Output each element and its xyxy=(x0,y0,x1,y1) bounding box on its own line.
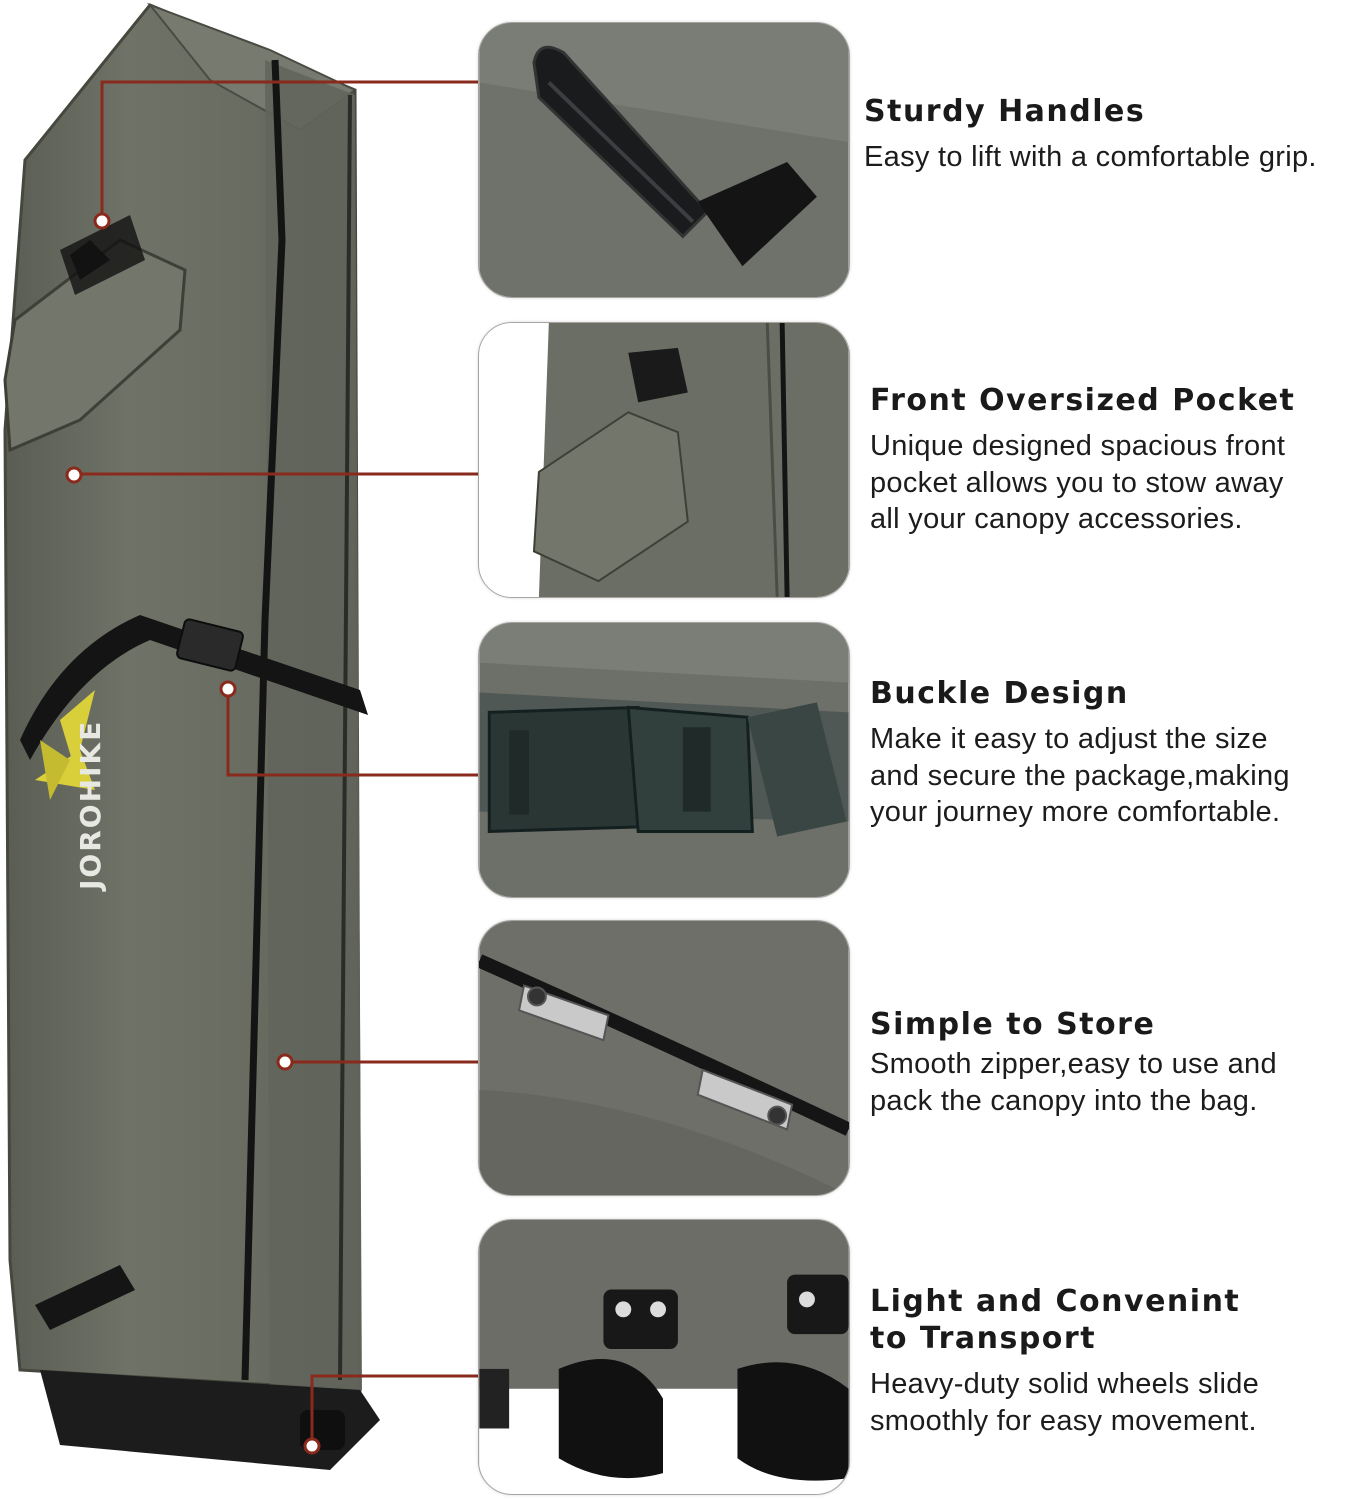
pocket-closeup-panel xyxy=(478,322,850,598)
feature-title: Light and Convenint to Transport xyxy=(870,1283,1340,1357)
wheels-closeup-icon xyxy=(479,1220,849,1494)
feature-description: Heavy-duty solid wheels slide smoothly f… xyxy=(870,1366,1340,1439)
feature-description: Easy to lift with a comfortable grip. xyxy=(864,139,1353,176)
feature-description-line: all your canopy accessories. xyxy=(870,503,1243,535)
feature-description-line: Easy to lift with a comfortable grip. xyxy=(864,141,1317,173)
feature-title: Front Oversized Pocket xyxy=(870,383,1296,418)
canopy-bag-icon: JOROHIKE xyxy=(3,2,478,1470)
feature-description-line: smoothly for easy movement. xyxy=(870,1404,1257,1437)
buckle-closeup-panel xyxy=(478,622,850,898)
zipper-closeup-icon xyxy=(479,921,849,1195)
brand-logo-text: JOROHIKE xyxy=(74,720,107,892)
feature-description-line: Make it easy to adjust the size xyxy=(870,723,1268,755)
feature-light-and-convenient: Light and Convenint to Transport Heavy-d… xyxy=(870,1283,1340,1439)
feature-description-line: Heavy-duty solid wheels slide xyxy=(870,1368,1260,1400)
feature-description-line: pocket allows you to stow away xyxy=(870,466,1284,499)
feature-title-line: to Transport xyxy=(870,1321,1097,1356)
feature-simple-to-store: Simple to Store Smooth zipper,easy to us… xyxy=(870,1006,1340,1119)
canopy-bag-illustration: JOROHIKE xyxy=(0,0,480,1500)
pocket-closeup-icon xyxy=(479,323,849,597)
wheels-closeup-panel xyxy=(478,1219,850,1495)
feature-title: Sturdy Handles xyxy=(864,94,1146,129)
feature-buckle-design: Buckle Design Make it easy to adjust the… xyxy=(870,675,1340,831)
feature-description-line: and secure the package,making xyxy=(870,759,1290,792)
feature-description: Smooth zipper,easy to use and pack the c… xyxy=(870,1046,1340,1119)
feature-title: Buckle Design xyxy=(870,676,1129,711)
feature-front-oversized-pocket: Front Oversized Pocket Unique designed s… xyxy=(870,382,1340,538)
feature-description: Make it easy to adjust the size and secu… xyxy=(870,721,1340,831)
handle-closeup-panel xyxy=(478,22,850,298)
feature-title: Simple to Store xyxy=(870,1007,1156,1042)
buckle-closeup-icon xyxy=(479,623,849,897)
feature-description-line: pack the canopy into the bag. xyxy=(870,1084,1258,1117)
handle-closeup-icon xyxy=(479,23,849,297)
feature-description-line: Unique designed spacious front xyxy=(870,430,1286,462)
zipper-closeup-panel xyxy=(478,920,850,1196)
feature-description: Unique designed spacious front pocket al… xyxy=(870,428,1340,538)
feature-description-line: your journey more comfortable. xyxy=(870,796,1281,828)
feature-description-line: Smooth zipper,easy to use and xyxy=(870,1048,1277,1080)
feature-title-line: Light and Convenint xyxy=(870,1284,1241,1319)
feature-sturdy-handles: Sturdy Handles Easy to lift with a comfo… xyxy=(864,93,1353,176)
